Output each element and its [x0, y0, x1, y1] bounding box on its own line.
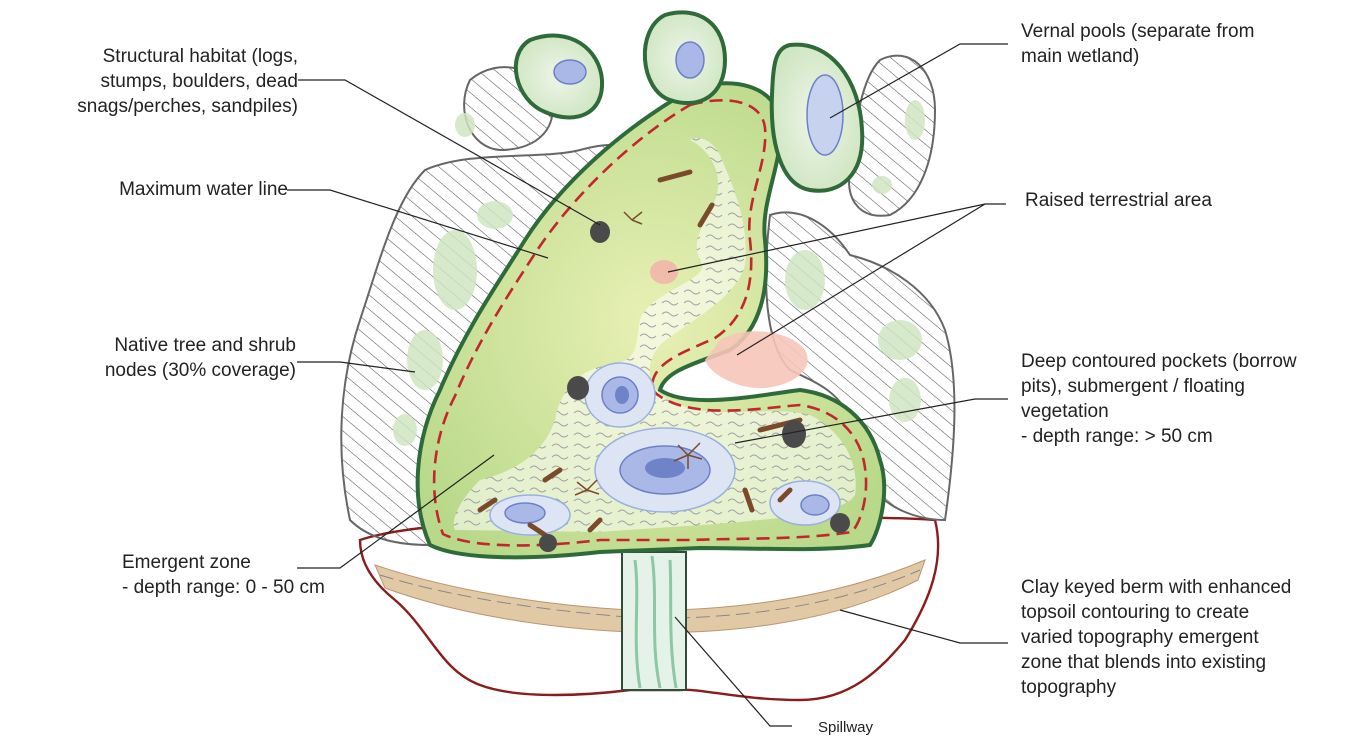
label-deep-pockets: Deep contoured pockets (borrow pits), su… [1021, 349, 1356, 449]
label-structural-habitat: Structural habitat (logs, stumps, boulde… [10, 44, 298, 119]
raised-terrestrial-large [705, 331, 808, 388]
label-vernal-pools: Vernal pools (separate from main wetland… [1021, 19, 1341, 69]
label-maximum-water-line: Maximum water line [10, 177, 288, 202]
label-raised-terrestrial: Raised terrestrial area [1025, 188, 1325, 213]
raised-terrestrial-small [650, 260, 678, 284]
label-emergent-zone: Emergent zone - depth range: 0 - 50 cm [122, 550, 382, 600]
label-native-tree-shrub: Native tree and shrub nodes (30% coverag… [10, 333, 296, 383]
label-spillway: Spillway [818, 719, 918, 737]
label-clay-berm: Clay keyed berm with enhanced topsoil co… [1021, 575, 1356, 700]
